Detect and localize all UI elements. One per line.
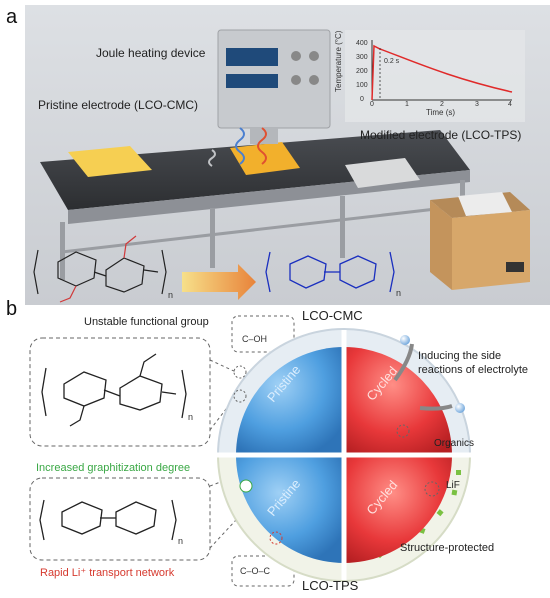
- pristine-quadrant-top: [236, 347, 344, 455]
- inset-ytick: 0: [360, 96, 364, 103]
- pristine-electrode-sheet: [68, 146, 152, 177]
- joule-heating-device: [208, 29, 331, 167]
- cycled-quadrant-top: [344, 347, 452, 455]
- lco-cmc-label: LCO-CMC: [302, 308, 363, 323]
- cmc-structure-callout: [29, 337, 211, 447]
- graphitization-label: Increased graphitization degree: [36, 462, 191, 474]
- cmc-subscript-b: n: [188, 412, 194, 422]
- tps-subscript-a: n: [396, 288, 402, 298]
- functional-group-marker: [233, 365, 247, 379]
- modified-electrode-label: Modified electrode (LCO-TPS): [360, 128, 522, 142]
- cooh-group-callout: [231, 315, 295, 353]
- inset-xtick: 2: [440, 101, 444, 108]
- side-reaction-arrow: [393, 343, 414, 382]
- joule-heating-label: Joule heating device: [96, 46, 206, 60]
- inset-ylabel: Temperature (°C): [334, 30, 343, 92]
- tps-structure-callout: [29, 477, 211, 561]
- temperature-inset-chart: [345, 30, 525, 122]
- inset-ytick: 300: [356, 54, 368, 61]
- side-reaction-arrow: [419, 404, 453, 411]
- storage-box: [430, 192, 530, 290]
- tps-structure-b: [39, 499, 177, 541]
- inducing-label-2: reactions of electrolyte: [418, 364, 529, 376]
- cooh-group-text: C–OH: [242, 334, 268, 344]
- cycled-quadrant-bottom: [344, 455, 452, 563]
- inset-ytick: 100: [356, 82, 368, 89]
- inset-ytick: 400: [356, 40, 368, 47]
- inset-xlabel: Time (s): [426, 108, 456, 117]
- coc-group-text: C–O–C: [240, 566, 271, 576]
- panel-letter-a: a: [6, 6, 18, 28]
- tps-structure-a: [265, 251, 395, 293]
- transport-network-label: Rapid Li⁺ transport network: [40, 567, 175, 579]
- modified-electrode-sheet: [345, 158, 420, 188]
- lif-label: LiF: [446, 480, 460, 491]
- cmc-subscript-a: n: [168, 290, 174, 300]
- gas-bubble-icon: [455, 403, 465, 413]
- inducing-label-1: Inducing the side: [418, 350, 502, 362]
- cmc-structure-a: [33, 235, 167, 303]
- inset-xtick: 3: [475, 101, 479, 108]
- inset-xtick: 1: [405, 101, 409, 108]
- organics-label: Organics: [434, 438, 475, 449]
- graphite-marker: [239, 479, 253, 493]
- gas-bubble-icon: [400, 335, 410, 345]
- cmc-structure-b: [41, 353, 187, 427]
- pristine-quadrant-bottom: [236, 455, 344, 563]
- li-transport-marker: [269, 531, 283, 545]
- inset-annotation: 0.2 s: [384, 58, 400, 65]
- inset-ytick: 200: [356, 68, 368, 75]
- structure-protected-label: Structure-protected: [400, 542, 495, 554]
- transform-arrow: [182, 264, 256, 300]
- functional-group-marker: [233, 389, 247, 403]
- lco-tps-label: LCO-TPS: [302, 578, 359, 593]
- unstable-group-label: Unstable functional group: [84, 316, 209, 328]
- tps-subscript-b: n: [178, 536, 184, 546]
- inset-xtick: 0: [370, 101, 374, 108]
- organics-marker: [396, 424, 410, 438]
- pristine-electrode-label: Pristine electrode (LCO-CMC): [38, 98, 199, 112]
- inset-xtick: 4: [508, 101, 512, 108]
- panel-letter-b: b: [6, 298, 18, 320]
- lif-marker: [424, 481, 440, 497]
